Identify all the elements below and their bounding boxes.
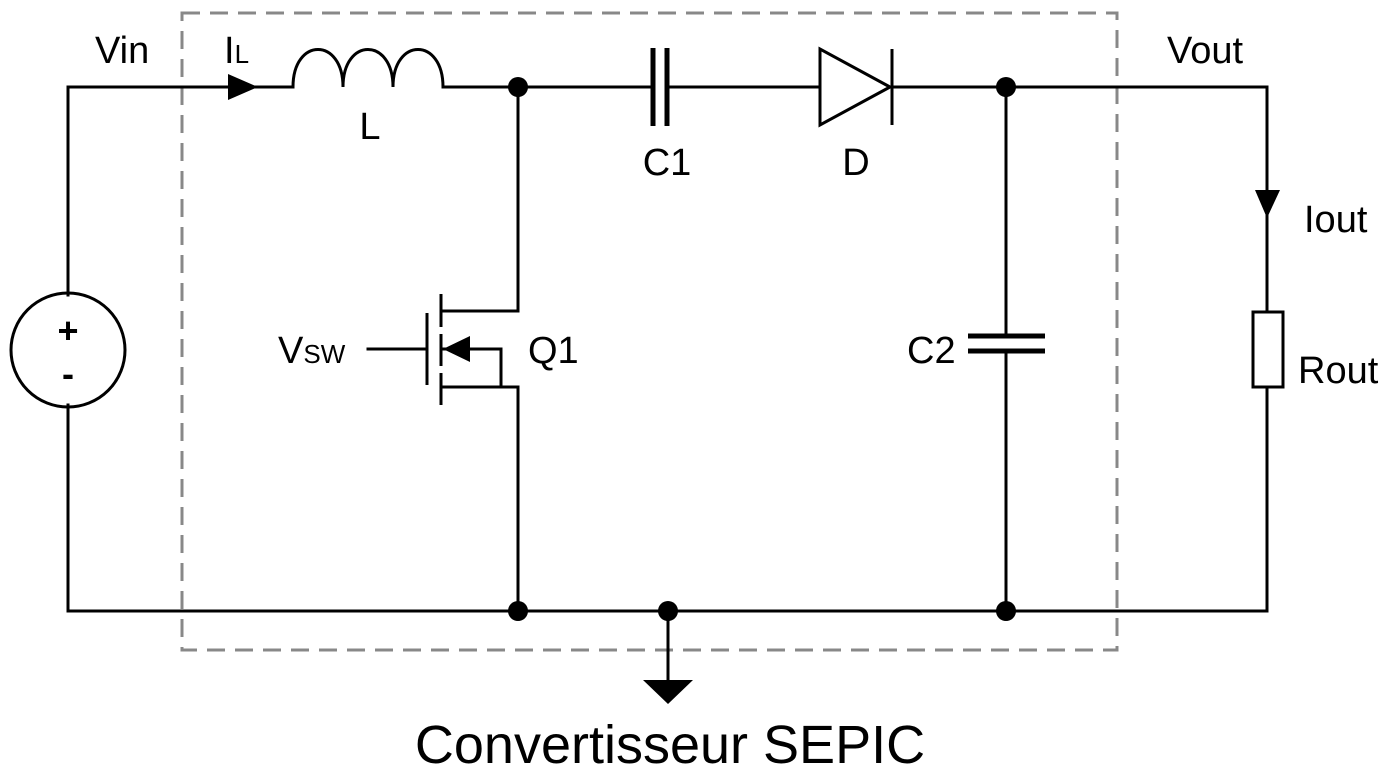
iout-label: Iout (1304, 199, 1368, 241)
wire-diode-to-output (891, 85, 1269, 314)
vin-label: Vin (95, 30, 149, 72)
voltage-source-icon (9, 291, 127, 409)
junctions (508, 77, 1016, 621)
inductor-icon (291, 48, 445, 88)
c2-label: C2 (907, 330, 956, 372)
il-label-main: I (224, 30, 235, 72)
wire-input-top (66, 85, 295, 297)
current-arrow-il-icon (228, 74, 258, 100)
c1-label: C1 (643, 142, 692, 184)
diode-icon (818, 46, 894, 128)
capacitor-c1-icon (650, 48, 670, 126)
source-minus-label: - (62, 353, 74, 394)
il-label-sub: L (235, 39, 249, 69)
mosfet-q1-icon (366, 294, 503, 405)
converter-boundary (180, 11, 1119, 652)
junction-output-node (996, 77, 1016, 97)
vout-label: Vout (1167, 30, 1244, 72)
capacitor-c2-icon (968, 333, 1045, 354)
rout-label: Rout (1298, 350, 1379, 392)
resistor-rout-icon (1251, 310, 1285, 389)
wire-switch-source (439, 385, 520, 613)
diode-label: D (842, 142, 869, 184)
vsw-label: VSW (278, 330, 346, 372)
junction-bottom-ground (658, 601, 678, 621)
source-plus-label: + (57, 310, 78, 351)
wire-bottom-rail (66, 385, 1269, 613)
voltage-source: + - (9, 291, 127, 409)
wire-switch-drain (439, 85, 520, 313)
junction-switch-node (508, 77, 528, 97)
diagram-title: Convertisseur SEPIC (415, 715, 925, 775)
ground-icon (643, 680, 693, 704)
junction-bottom-switch (508, 601, 528, 621)
vsw-label-sub: SW (303, 339, 345, 369)
q1-label: Q1 (528, 330, 579, 372)
current-arrow-iout-icon (1255, 190, 1280, 218)
junction-bottom-c2 (996, 601, 1016, 621)
vsw-label-main: V (278, 330, 304, 372)
il-label: IL (224, 30, 249, 72)
inductor-label: L (359, 106, 380, 148)
